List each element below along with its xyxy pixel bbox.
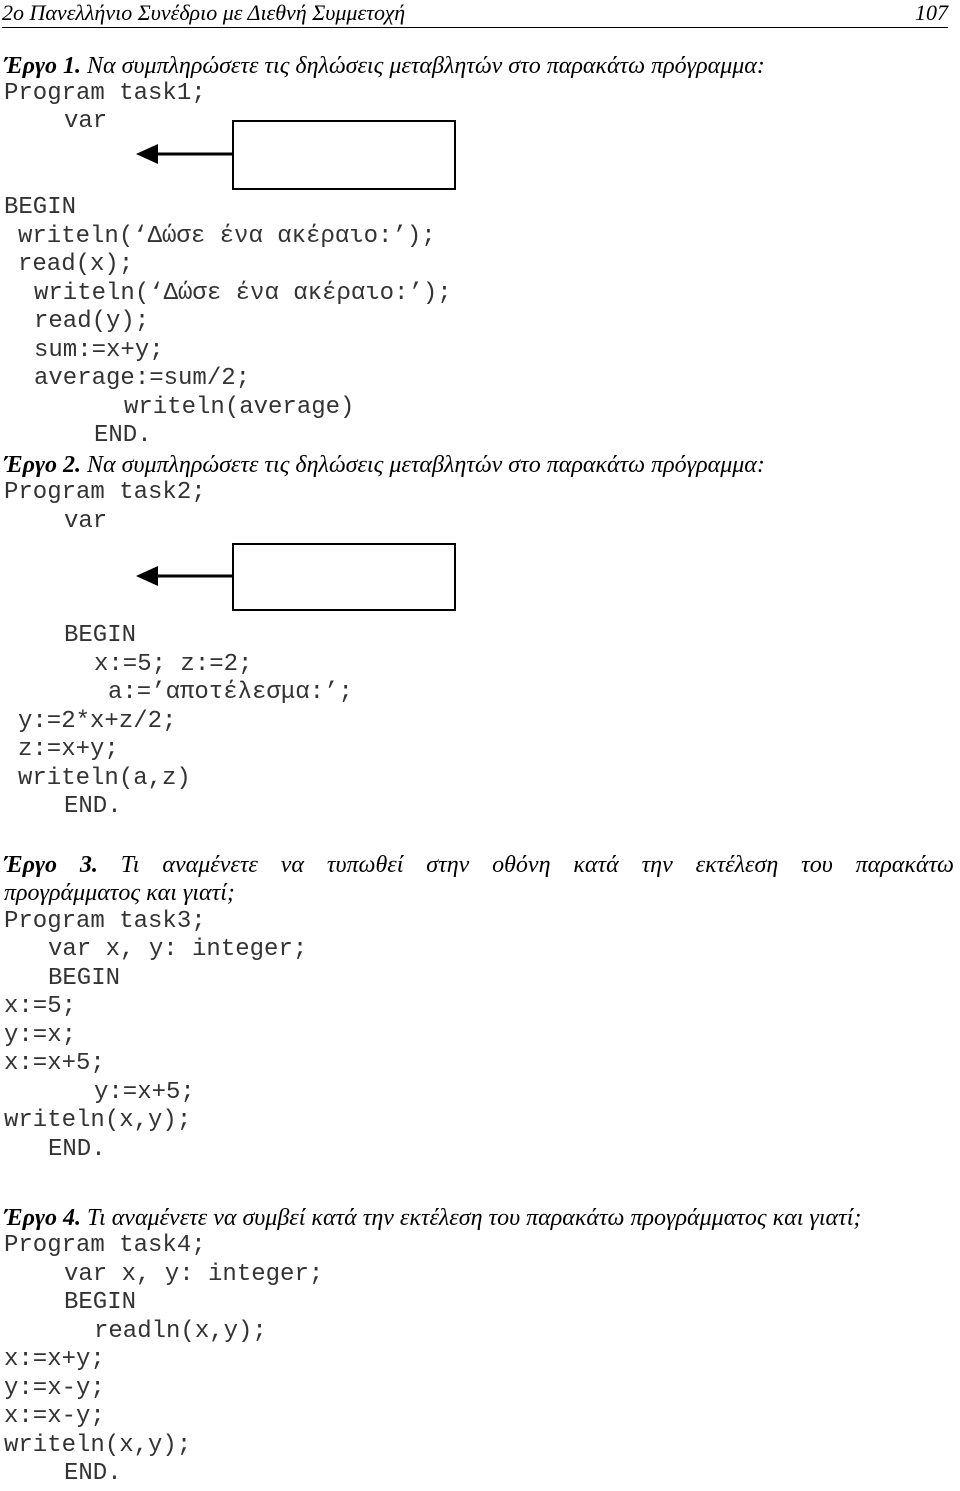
task1-code-line: sum:=x+y; (34, 337, 164, 364)
task3-prompt-line1: Τι αναμένετε να τυπωθεί στην οθόνη κατά … (120, 852, 954, 878)
task1-code-line: read(x); (18, 251, 134, 278)
task4-code-line: readln(x,y); (94, 1318, 267, 1345)
task4-code-line: Program task4; (4, 1232, 206, 1259)
conference-title: 2ο Πανελλήνιο Συνέδριο με Διεθνή Συμμετο… (2, 0, 406, 25)
task4-code-line: BEGIN (64, 1289, 137, 1316)
task4-code-line: writeln(x,y); (4, 1432, 192, 1459)
task1-code-line: END. (94, 422, 152, 449)
task1-code-line: writeln(‘Δώσε ένα ακέραιο:’); (18, 223, 436, 250)
task3-prompt-line2: προγράμματος και γιατί; (4, 880, 235, 906)
left-arrow-icon (136, 144, 232, 164)
task2-code-line: Program task2; (4, 479, 206, 506)
task3-code-line: writeln(x,y); (4, 1107, 192, 1134)
task2-prompt: Να συμπληρώσετε τις δηλώσεις μεταβλητών … (87, 452, 765, 478)
task2-var-blank-box[interactable] (232, 543, 456, 611)
task3-code-line: y:=x+5; (94, 1079, 195, 1106)
task3-code-line: BEGIN (48, 965, 121, 992)
task2-code-line: var (64, 508, 108, 535)
task3-code-line: x:=5; (4, 993, 77, 1020)
page-header: 2ο Πανελλήνιο Συνέδριο με Διεθνή Συμμετο… (2, 0, 948, 28)
task2-code-line: x:=5; z:=2; (94, 651, 253, 678)
task1-heading: Έργο 1. Να συμπληρώσετε τις δηλώσεις μετ… (4, 54, 765, 78)
task1-code-line: read(y); (34, 308, 150, 335)
task4-heading: Έργο 4. Τι αναμένετε να συμβεί κατά την … (4, 1206, 861, 1230)
task2-code-line: writeln(a,z) (18, 765, 191, 792)
task3-code-line: y:=x; (4, 1022, 77, 1049)
task1-var-blank-box[interactable] (232, 120, 456, 190)
task2-code-line: a:=’αποτέλεσμα:’; (108, 679, 353, 706)
task4-code-line: var x, y: integer; (64, 1261, 324, 1288)
task1-code-line: writeln(‘Δώσε ένα ακέραιο:’); (34, 280, 452, 307)
task2-label: Έργο 2. (4, 452, 81, 478)
task2-code-line: END. (64, 793, 122, 820)
task3-heading: Έργο 3. Τι αναμένετε να τυπωθεί στην οθό… (4, 853, 954, 877)
task3-code-line: Program task3; (4, 908, 206, 935)
task4-code-line: x:=x+y; (4, 1346, 105, 1373)
task1-code-line: writeln(average) (124, 394, 355, 421)
task4-label: Έργο 4. (4, 1205, 81, 1231)
task1-code-line: var (64, 108, 108, 135)
task1-code-line: Program task1; (4, 80, 206, 107)
task4-code-line: y:=x-y; (4, 1375, 105, 1402)
left-arrow-icon (136, 566, 232, 586)
task1-code-line: BEGIN (4, 194, 77, 221)
task2-code-line: z:=x+y; (18, 736, 119, 763)
task2-code-line: BEGIN (64, 622, 137, 649)
task2-heading: Έργο 2. Να συμπληρώσετε τις δηλώσεις μετ… (4, 453, 765, 477)
task3-code-line: var x, y: integer; (48, 936, 308, 963)
task1-prompt: Να συμπληρώσετε τις δηλώσεις μεταβλητών … (87, 53, 765, 79)
task3-code-line: x:=x+5; (4, 1050, 105, 1077)
task2-code-line: y:=2*x+z/2; (18, 708, 177, 735)
task3-label: Έργο 3. (4, 852, 98, 878)
task3-code-line: END. (48, 1136, 106, 1163)
page-number: 107 (915, 0, 948, 25)
task4-prompt: Τι αναμένετε να συμβεί κατά την εκτέλεση… (87, 1205, 862, 1231)
task4-code-line: END. (64, 1460, 122, 1487)
task1-label: Έργο 1. (4, 53, 81, 79)
task1-code-line: average:=sum/2; (34, 365, 251, 392)
task4-code-line: x:=x-y; (4, 1403, 105, 1430)
